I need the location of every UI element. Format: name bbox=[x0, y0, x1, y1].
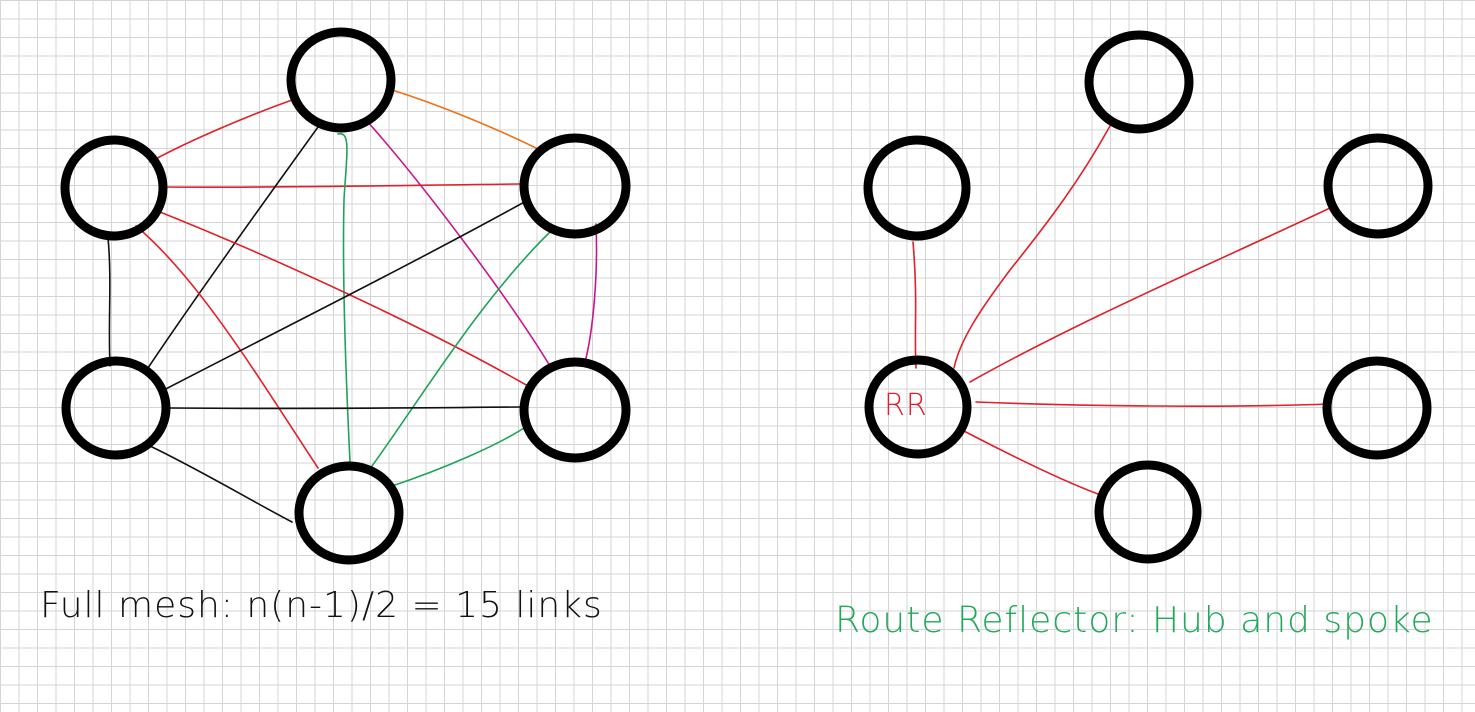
rr-spoke-node-upper-right bbox=[1323, 133, 1433, 239]
route-reflector-nodes bbox=[863, 30, 1433, 564]
spoke-bottom bbox=[961, 429, 1099, 495]
spoke-top bbox=[953, 125, 1111, 369]
full-mesh-nodes bbox=[60, 27, 631, 565]
route-reflector-caption: Route Reflector: Hub and spoke bbox=[835, 600, 1434, 641]
full-mesh-links bbox=[107, 89, 598, 523]
rr-spoke-node-top bbox=[1084, 30, 1194, 134]
link-upperright-bottom bbox=[371, 229, 553, 467]
node-top bbox=[286, 27, 396, 133]
node-lower-right bbox=[519, 357, 631, 463]
hub-label: RR bbox=[884, 388, 928, 423]
link-top-bottom bbox=[337, 132, 351, 463]
link-upperleft-upperright bbox=[165, 183, 521, 188]
spoke-upper-right bbox=[969, 207, 1331, 383]
spoke-right bbox=[975, 401, 1331, 407]
node-upper-right bbox=[519, 133, 631, 239]
link-top-upperright bbox=[391, 89, 541, 151]
link-top-lowerleft bbox=[147, 126, 319, 369]
link-upperleft-lowerleft bbox=[107, 237, 111, 367]
link-lowerleft-lowerright bbox=[167, 406, 521, 410]
link-upperleft-lowerright bbox=[159, 211, 529, 387]
node-lower-left bbox=[61, 356, 171, 460]
link-upperleft-top bbox=[149, 99, 293, 163]
link-lowerleft-bottom bbox=[149, 445, 293, 523]
node-bottom bbox=[294, 461, 404, 565]
spoke-upper-left bbox=[912, 241, 917, 369]
full-mesh-caption: Full mesh: n(n-1)/2 = 15 links bbox=[40, 585, 603, 626]
link-top-lowerright bbox=[365, 119, 551, 367]
route-reflector-spokes bbox=[912, 125, 1331, 495]
link-upperright-lowerleft bbox=[159, 199, 529, 393]
link-upperright-lowerright bbox=[583, 223, 598, 367]
node-upper-left bbox=[60, 135, 168, 241]
link-upperleft-bottom bbox=[135, 225, 319, 469]
rr-hub-node bbox=[864, 355, 972, 459]
link-lowerright-bottom bbox=[391, 423, 531, 487]
rr-spoke-node-right bbox=[1322, 356, 1432, 460]
rr-spoke-node-bottom bbox=[1094, 460, 1202, 564]
rr-spoke-node-upper-left bbox=[863, 135, 971, 241]
